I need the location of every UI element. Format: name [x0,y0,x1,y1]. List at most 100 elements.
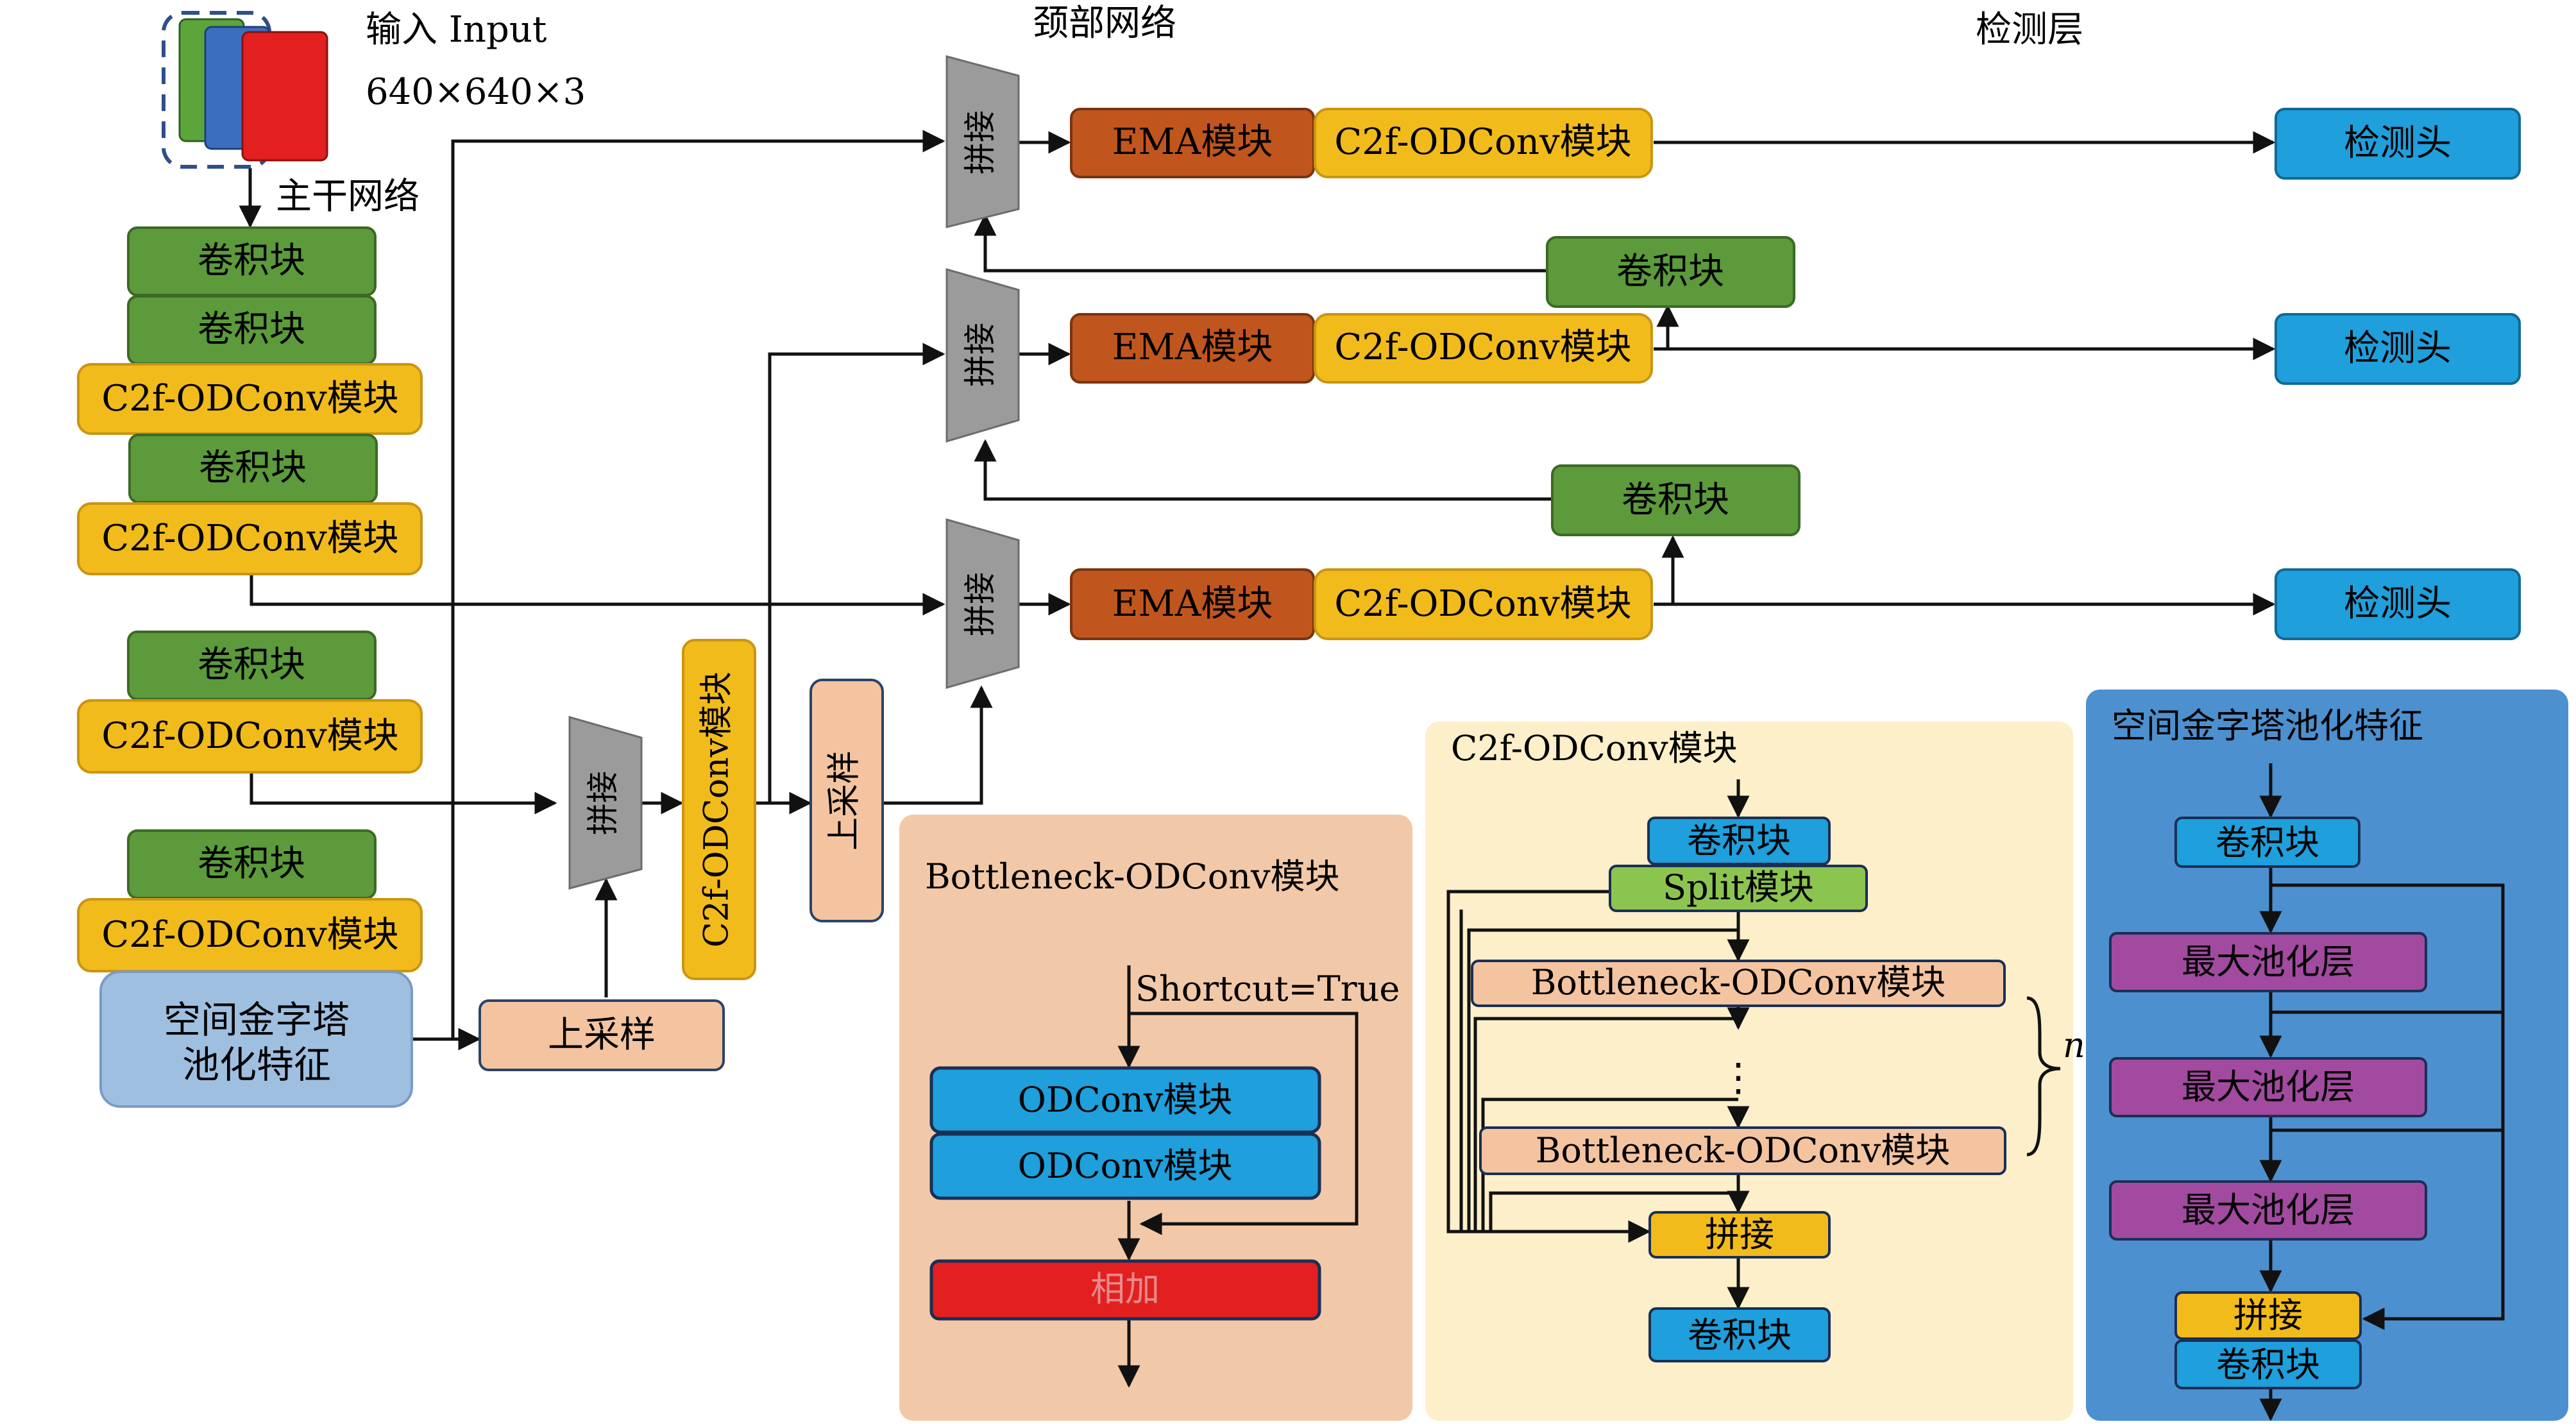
neck-c2f-vertical [682,639,756,980]
connector [768,343,945,803]
svg-text:拼接: 拼接 [962,323,999,387]
input-image-icon [162,11,328,169]
connector [974,213,1547,273]
add-block [929,1259,1321,1321]
backbone-conv-3: 卷积块 [199,447,307,489]
neck-conv-mid-label: 卷积块 [1622,479,1729,521]
ellipsis: ⋮ [1719,1055,1758,1100]
c2f-concat-block [1648,1211,1831,1259]
spp-concat-block [2174,1291,2362,1340]
odconv-block-2 [929,1132,1321,1200]
split-label: Split模块 [1663,867,1814,908]
maxpool-label-2: 最大池化层 [2182,1067,2355,1107]
detect-head-label-1: 检测头 [2344,123,2452,164]
bottleneck-block-1 [1471,960,2006,1007]
spp-conv-2 [2174,1339,2362,1389]
odconv-label-1: ODConv模块 [1018,1080,1233,1120]
backbone-c2f-4: C2f-ODConv模块 [101,914,398,956]
spp-panel-title: 空间金字塔池化特征 [2112,706,2423,746]
c2f-panel-conv-1-label: 卷积块 [1687,820,1791,861]
concat-bottom: 拼接 [945,518,1020,689]
c2f-panel [1425,722,2073,1421]
neck-c2f-label-3: C2f-ODConv模块 [1334,583,1631,625]
spp-conv-1 [2174,817,2360,868]
connector [883,685,993,805]
c2f-panel-conv-2-label: 卷积块 [1688,1315,1792,1355]
odconv-label-2: ODConv模块 [1018,1146,1233,1186]
connectors [239,130,2505,1421]
neck-c2f-label-2: C2f-ODConv模块 [1334,326,1631,368]
detect-layer-label: 检测层 [1976,9,2083,51]
neck-c2f-vertical-label: C2f-ODConv模块 [698,672,736,947]
upsample-label-1: 上采样 [548,1014,656,1056]
maxpool-block-3 [2109,1180,2427,1241]
backbone-spp-line2: 池化特征 [182,1043,331,1087]
bottleneck-block-2-label: Bottleneck-ODConv模块 [1536,1130,1951,1171]
neck-c2f-3 [1314,568,1653,640]
detect-head-3 [2275,568,2521,640]
backbone-c2f-2: C2f-ODConv模块 [101,518,398,559]
input-label: 输入 Input [366,9,547,51]
spp-concat-label: 拼接 [2233,1295,2303,1335]
backbone-spp-line1: 空间金字塔 [164,998,350,1042]
backbone-conv-5: 卷积块 [198,843,305,885]
spp-conv-1-label: 卷积块 [2216,822,2319,863]
connector [1481,1098,1738,1232]
connector [250,773,557,815]
ema-label-2: EMA模块 [1112,326,1273,368]
svg-text:拼接: 拼接 [584,771,622,835]
bottleneck-block-1-label: Bottleneck-ODConv模块 [1531,962,1946,1003]
connector [974,439,1552,501]
neck-c2f-2 [1314,313,1653,384]
neck-c2f-label-1: C2f-ODConv模块 [1334,121,1631,163]
connector [1489,1191,1738,1232]
upsample-block-1 [479,999,725,1071]
connector [451,130,945,1039]
backbone-conv-4: 卷积块 [198,644,305,686]
odconv-block-1 [929,1066,1321,1134]
neck-label: 颈部网络 [1033,3,1176,44]
concat-lower: 拼接 [568,716,643,890]
spp-conv-2-label: 卷积块 [2216,1344,2320,1385]
connector [1473,1017,1738,1232]
maxpool-block-2 [2109,1057,2427,1117]
repeat-n-label: n [2063,1025,2085,1065]
backbone-conv-2: 卷积块 [198,309,305,350]
connector [1446,890,1651,1243]
connector [250,574,945,616]
detect-head-2 [2275,313,2521,385]
detect-head-label-2: 检测头 [2344,328,2452,369]
concat-top: 拼接 [945,55,1020,228]
maxpool-block-1 [2109,932,2427,992]
upsample-block-2 [809,679,884,922]
ema-label-3: EMA模块 [1112,583,1273,625]
bottleneck-panel-title: Bottleneck-ODConv模块 [925,856,1340,897]
detect-head-1 [2275,108,2521,180]
connector [1129,1012,1359,1235]
c2f-panel-conv-1 [1647,817,1831,865]
backbone: 卷积块 卷积块 C2f-ODConv模块 卷积块 C2f-ODConv模块 卷积… [77,226,423,1108]
c2f-panel-conv-2 [1648,1307,1831,1362]
split-block [1609,865,1868,912]
input-size-label: 640×640×3 [366,71,586,113]
c2f-panel-title: C2f-ODConv模块 [1451,728,1738,768]
backbone-c2f-1: C2f-ODConv模块 [101,378,398,420]
upsample-label-2: 上采样 [826,750,864,851]
neck-c2f-1 [1314,108,1653,178]
detect-head-label-3: 检测头 [2344,583,2452,625]
svg-text:拼接: 拼接 [962,110,999,174]
neck-conv-top [1546,236,1795,308]
ema-label-1: EMA模块 [1112,121,1273,163]
bottleneck-block-2 [1479,1126,2006,1175]
maxpool-label-1: 最大池化层 [2182,942,2355,982]
neck-conv-mid [1551,464,1801,536]
c2f-concat-label: 拼接 [1705,1214,1774,1255]
repeat-brace [2026,996,2061,1157]
maxpool-label-3: 最大池化层 [2182,1190,2355,1230]
backbone-label: 主干网络 [276,176,419,217]
shortcut-label: Shortcut=True [1135,969,1400,1009]
neck-conv-top-label: 卷积块 [1616,251,1724,292]
add-label: 相加 [1090,1269,1160,1309]
backbone-c2f-3: C2f-ODConv模块 [101,715,398,757]
